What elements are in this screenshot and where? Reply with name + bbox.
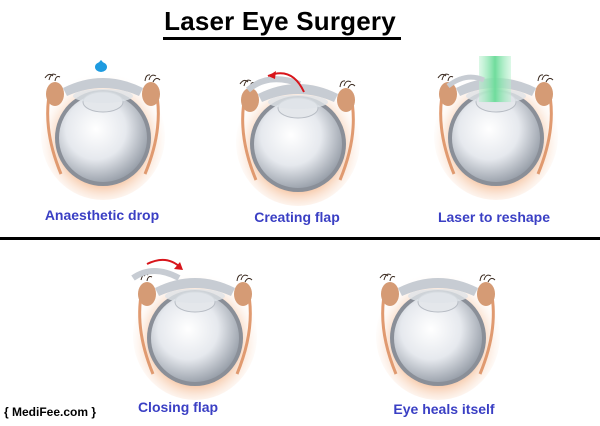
curved-arrow-icon xyxy=(146,258,182,269)
step-label-creating-flap: Creating flap xyxy=(254,209,340,225)
eye-illustration-closing-flap xyxy=(125,256,265,416)
page-title: Laser Eye Surgery xyxy=(164,6,396,36)
eye-illustration-laser-reshape xyxy=(426,56,566,216)
step-label-laser-reshape: Laser to reshape xyxy=(437,209,551,225)
eye-illustration-anaesthetic-drop xyxy=(33,56,173,216)
title-underline xyxy=(163,37,401,40)
step-label-closing-flap: Closing flap xyxy=(137,399,219,415)
section-divider xyxy=(0,237,600,240)
eye-illustration-eye-heals xyxy=(368,256,508,416)
step-label-anaesthetic-drop: Anaesthetic drop xyxy=(44,207,160,223)
watermark-text: { MediFee.com } xyxy=(4,405,97,419)
step-label-eye-heals: Eye heals itself xyxy=(393,401,495,417)
eye-illustration-creating-flap xyxy=(228,62,368,222)
